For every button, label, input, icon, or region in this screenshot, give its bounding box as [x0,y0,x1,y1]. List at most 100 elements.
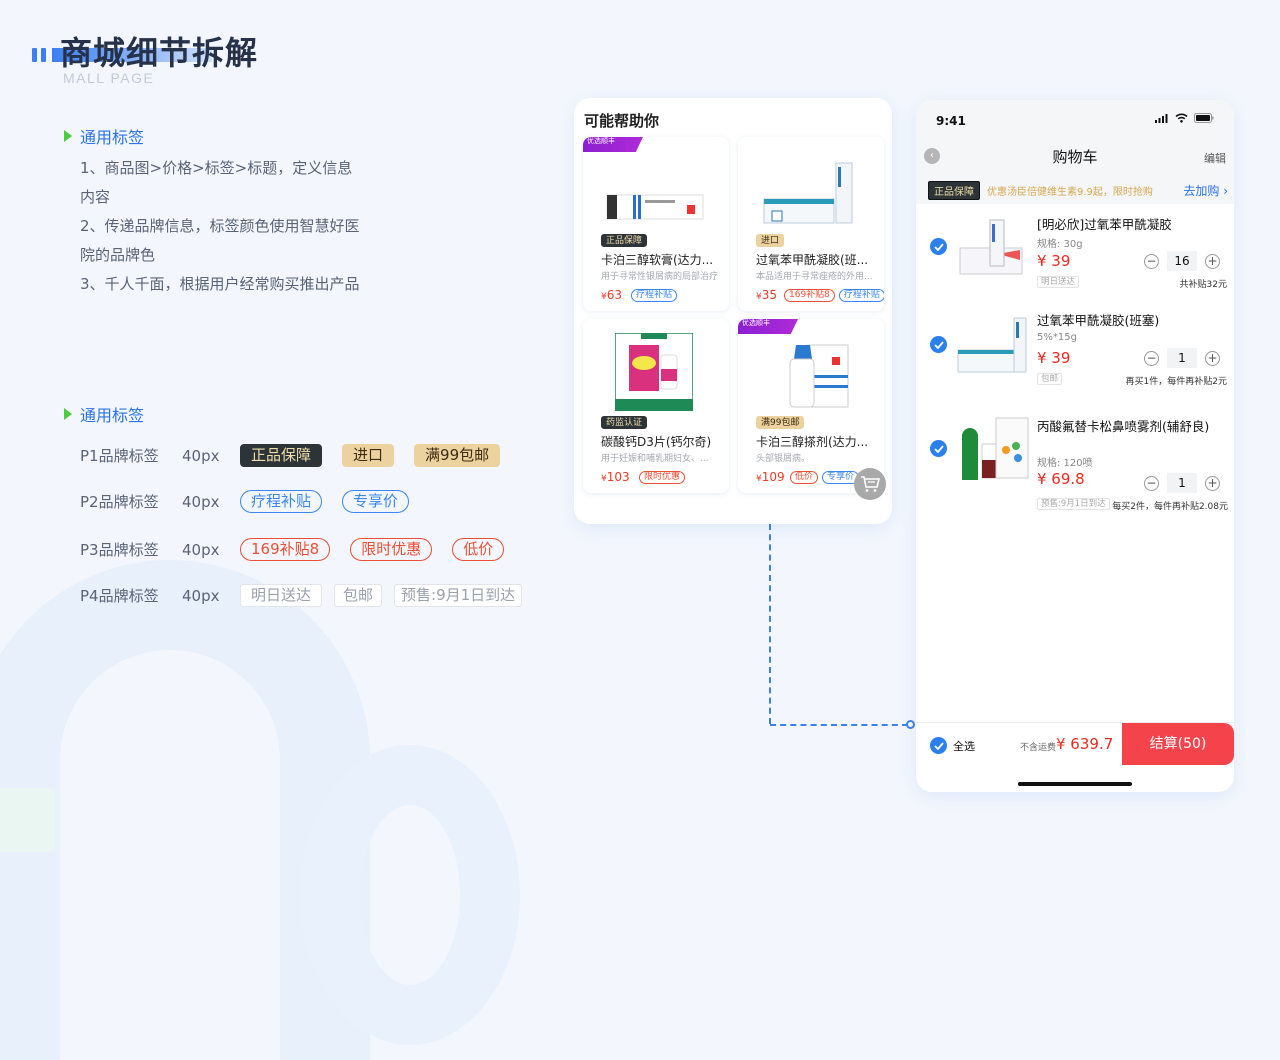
item-subsidy-note: 每买2件，每件再补贴2.08元 [1112,502,1228,512]
cart-float-button[interactable] [854,468,886,500]
go-add-link[interactable]: 去加购 › [1183,184,1228,198]
title-decoration [32,48,46,62]
item-price: ¥ 69.8 [1037,470,1085,488]
decrease-button[interactable]: − [1144,350,1159,366]
card-tag: 进口 [756,234,785,247]
connector-dot [906,720,915,729]
check-icon [933,340,944,349]
increase-button[interactable]: + [1205,253,1220,269]
product-card[interactable]: 进口 过氧苯甲酰凝胶(班... 本品适用于寻常痤疮的外用... ¥35 169补… [738,137,884,311]
card-desc: 用于妊娠和哺乳期妇女、... [601,454,709,464]
tag-row-p1: P1品牌标签 40px 正品保障 进口 满99包邮 [80,444,520,467]
status-icons [1155,113,1214,123]
increase-button[interactable]: + [1205,350,1220,366]
item-tag: 明日送达 [1037,276,1080,288]
battery-icon [1194,113,1214,123]
promo-tag: 正品保障 [928,181,980,200]
back-button[interactable]: ‹ [924,148,940,164]
edit-button[interactable]: 编辑 [1204,152,1226,165]
product-image [957,317,1027,373]
card-mini-tag: 疗程补贴 [631,289,678,302]
status-time: 9:41 [936,114,966,128]
item-checkbox[interactable] [930,336,947,353]
tag-import: 进口 [342,444,395,467]
decrease-button[interactable]: − [1144,475,1159,491]
tag-presale: 预售:9月1日到达 [394,584,523,607]
card-desc: 头部银屑病。 [756,454,811,464]
item-spec: 5%*15g [1037,332,1077,343]
card-price: ¥35 [756,288,778,302]
product-card[interactable]: 优选顺丰 正品保障 卡泊三醇软膏(达力... 用于寻常性银屑病的局部治疗 ¥63… [583,137,729,311]
section-heading-1: 通用标签 [64,124,144,148]
card-tag: 满99包邮 [756,416,805,429]
card-price: ¥109 [756,470,785,484]
item-price: ¥ 39 [1037,252,1071,270]
background-ring [300,745,520,1045]
tag-row-p4: P4品牌标签 40px 明日送达 包邮 预售:9月1日到达 [80,584,542,607]
item-price: ¥ 39 [1037,349,1071,367]
item-subsidy-note: 再买1件，每件再补贴2元 [1125,377,1227,387]
chevron-left-icon: ‹ [930,150,934,161]
quantity-stepper: − 1 + [1144,348,1220,368]
item-name: 丙酸氟替卡松鼻喷雾剂(辅舒良) [1037,419,1210,434]
tag-subsidy: 169补贴8 [240,538,331,561]
cart-total: ¥ 639.7 [1056,735,1114,753]
item-checkbox[interactable] [930,440,947,457]
item-tag: 预售:9月1日到达 [1037,498,1110,510]
card-tag: 药监认证 [601,416,648,429]
select-all[interactable]: 全选 [930,737,975,754]
section-heading-2: 通用标签 [64,402,144,426]
increase-button[interactable]: + [1205,475,1220,491]
tag-free-shipping-99: 满99包邮 [414,444,501,467]
card-title: 碳酸钙D3片(钙尔奇) [601,435,712,449]
background-arch [0,560,370,1060]
checkout-button[interactable]: 结算(50) [1122,723,1234,765]
card-title: 卡泊三醇软膏(达力... [601,253,714,267]
product-image [763,162,853,224]
product-image [615,333,693,411]
card-title: 卡泊三醇搽剂(达力... [756,435,869,449]
item-spec: 规格: 30g [1037,239,1083,250]
card-mini-tag: 低价 [790,471,819,484]
item-name: [明必欣]过氧苯甲酰凝胶 [1037,217,1172,232]
quantity-input[interactable]: 1 [1167,348,1197,368]
recommend-panel: 可能帮助你 优选顺丰 正品保障 卡泊三醇软膏(达力... 用于寻常性银屑病的局部… [574,98,892,524]
product-image [962,417,1029,480]
card-desc: 本品适用于寻常痤疮的外用... [756,272,873,282]
tag-limited-offer: 限时优惠 [350,538,433,561]
quantity-input[interactable]: 16 [1167,251,1197,271]
connector-line [770,724,908,726]
sf-express-ribbon: 优选顺丰 [583,137,643,152]
tag-next-day: 明日送达 [240,584,323,607]
nav-title: 购物车 [1052,148,1098,166]
signal-icon [1155,113,1168,123]
quantity-input[interactable]: 1 [1167,473,1197,493]
card-mini-tag: 限时优惠 [639,471,686,484]
tag-free-shipping: 包邮 [334,584,383,607]
item-tag: 包邮 [1037,373,1063,385]
tag-exclusive-price: 专享价 [342,490,410,513]
product-card[interactable]: 优选顺丰 满99包邮 卡泊三醇搽剂(达力... 头部银屑病。 ¥109 低价 专… [738,319,884,493]
home-indicator [1018,782,1132,786]
cart-footer: 全选 不含运费 ¥ 639.7 结算(50) [916,722,1234,792]
product-card[interactable]: 药监认证 碳酸钙D3片(钙尔奇) 用于妊娠和哺乳期妇女、... ¥103 限时优… [583,319,729,493]
item-name: 过氧苯甲酰凝胶(班塞) [1037,313,1160,328]
shipping-note: 不含运费 [1020,743,1057,753]
tag-low-price: 低价 [452,538,505,561]
decrease-button[interactable]: − [1144,253,1159,269]
product-image [789,344,849,408]
triangle-bullet-icon [64,130,72,142]
sf-express-ribbon: 优选顺丰 [738,319,798,334]
tag-course-subsidy: 疗程补贴 [240,490,323,513]
item-subsidy-note: 共补贴32元 [1179,280,1227,290]
promo-text: 优惠汤臣倍健维生素9.9起，限时抢购 [987,187,1153,198]
card-title: 过氧苯甲酰凝胶(班... [756,253,869,267]
item-checkbox[interactable] [930,238,947,255]
tag-genuine: 正品保障 [240,444,323,467]
quantity-stepper: − 1 + [1144,473,1220,493]
wifi-icon [1175,113,1188,123]
check-icon [933,444,944,453]
card-desc: 用于寻常性银屑病的局部治疗 [601,272,719,282]
quantity-stepper: − 16 + [1144,251,1220,271]
select-all-checkbox[interactable] [930,737,947,754]
